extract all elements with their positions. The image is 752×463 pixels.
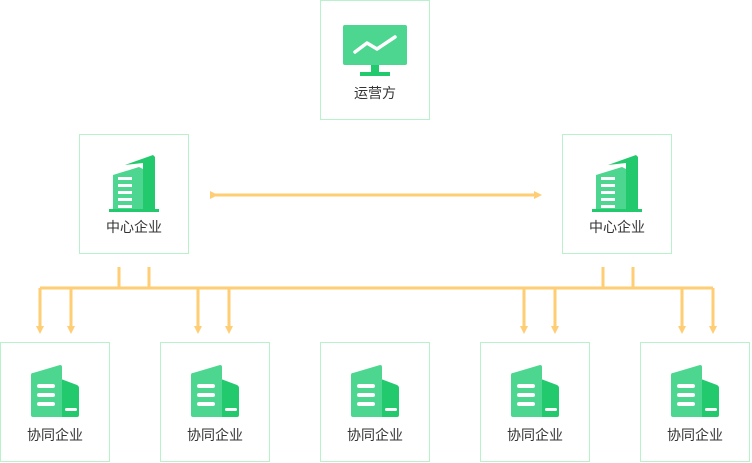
building-icon (351, 365, 399, 417)
building-icon (671, 365, 719, 417)
partner-enterprise-node: 协同企业 (320, 342, 430, 462)
monitor-chart-icon (343, 25, 407, 76)
center-enterprise-node: 中心企业 (562, 134, 672, 254)
building-icon (191, 365, 239, 417)
center-enterprise-label: 中心企业 (589, 220, 645, 236)
partner-enterprise-label: 协同企业 (667, 428, 723, 444)
building-icon (31, 365, 79, 417)
partner-enterprise-label: 协同企业 (27, 428, 83, 444)
partner-enterprise-label: 协同企业 (507, 428, 563, 444)
buildings-icon (109, 155, 159, 212)
operator-node: 运营方 (320, 0, 430, 120)
partner-enterprise-node: 协同企业 (640, 342, 750, 462)
partner-enterprise-node: 协同企业 (480, 342, 590, 462)
center-enterprise-label: 中心企业 (106, 220, 162, 236)
partner-enterprise-node: 协同企业 (160, 342, 270, 462)
partner-enterprise-label: 协同企业 (347, 428, 403, 444)
center-enterprise-node: 中心企业 (79, 134, 189, 254)
building-icon (511, 365, 559, 417)
operator-label: 运营方 (354, 86, 396, 102)
partner-enterprise-label: 协同企业 (187, 428, 243, 444)
partner-enterprise-node: 协同企业 (0, 342, 110, 462)
buildings-icon (592, 155, 642, 212)
